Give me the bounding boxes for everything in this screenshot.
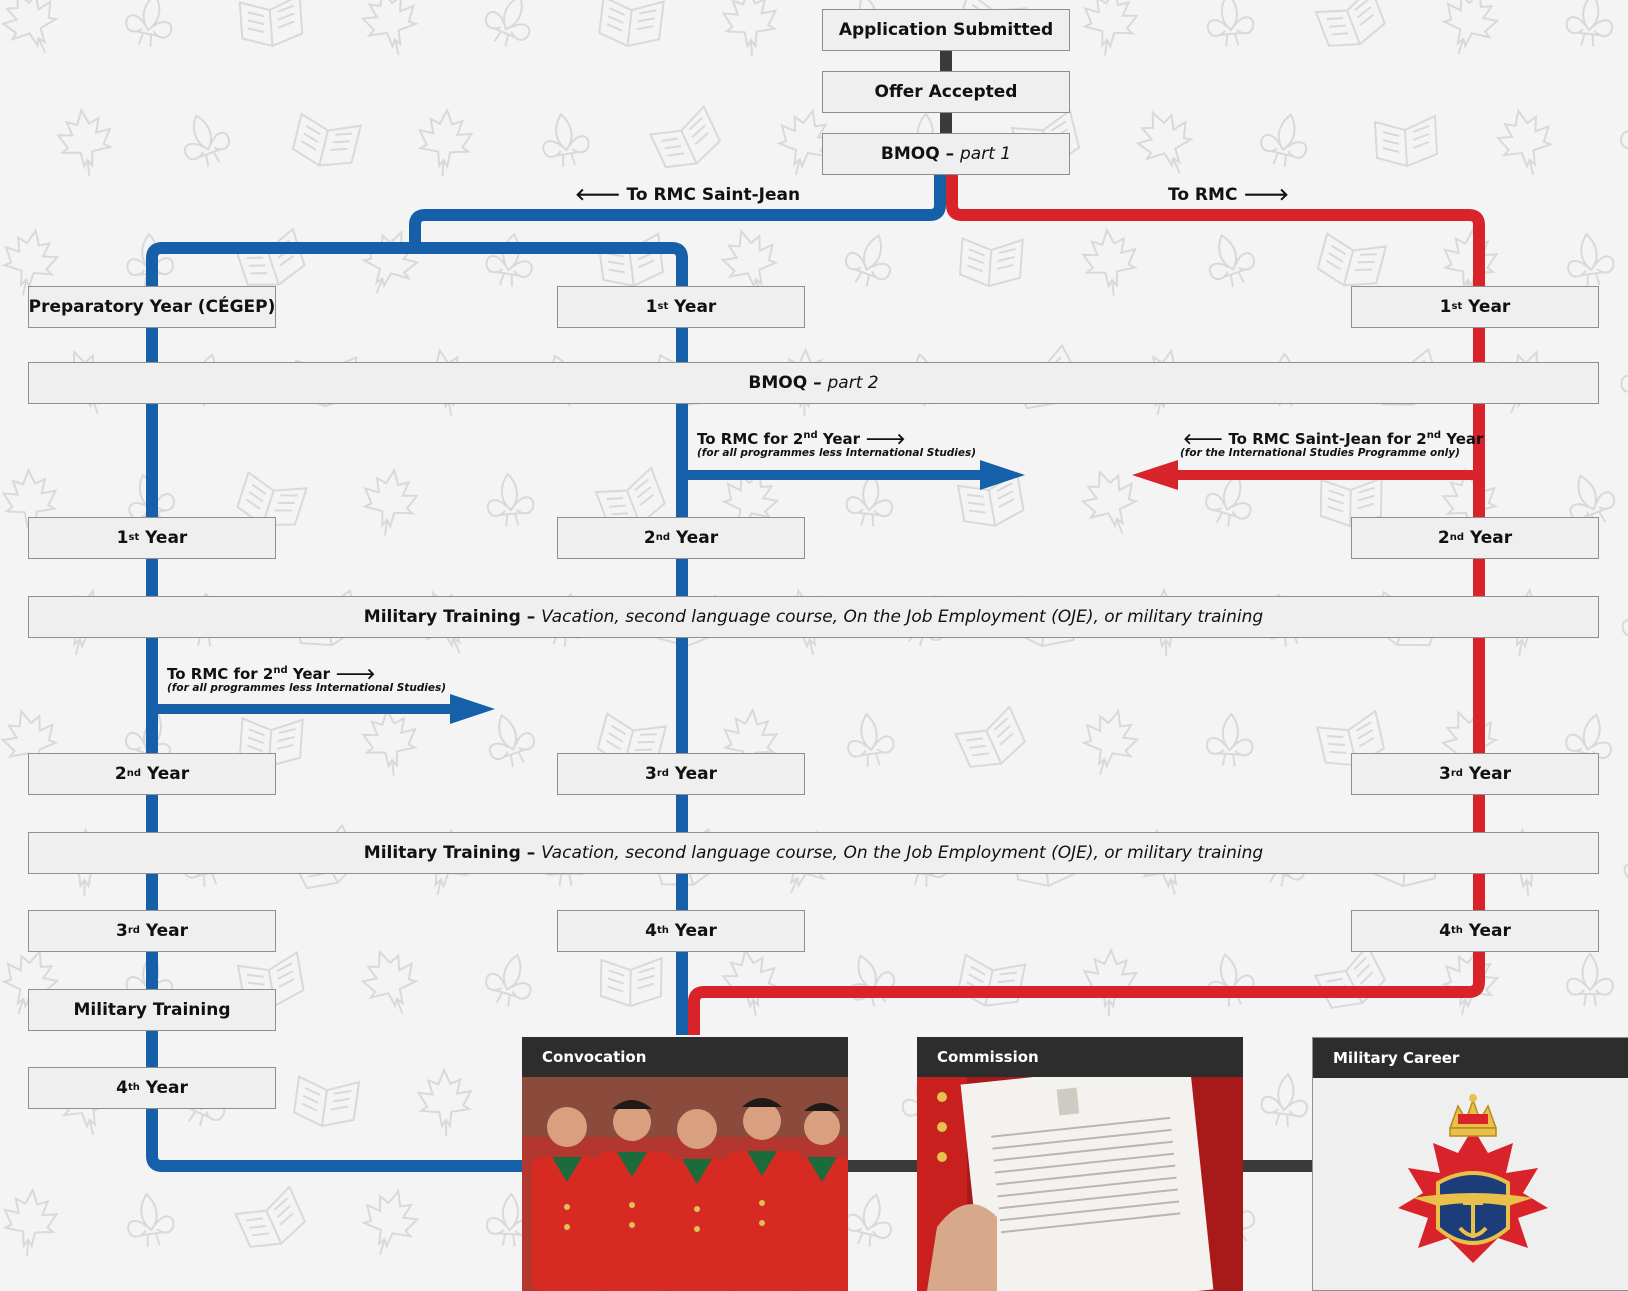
bmoq-part2-italic: part 2 bbox=[827, 373, 879, 393]
mt-band-1-label: Military Training – bbox=[363, 607, 536, 627]
transfer-label-to-rmc-1: To RMC for 2nd Year 🡒 bbox=[697, 430, 906, 448]
blue-path-split bbox=[146, 242, 688, 1035]
commission-title: Commission bbox=[917, 1037, 1243, 1077]
military-career-card: Military Career bbox=[1312, 1037, 1628, 1291]
convocation-photo bbox=[522, 1077, 848, 1291]
bmoq-part2-band: BMOQ – part 2 bbox=[28, 362, 1599, 404]
preparatory-year-box: Preparatory Year (CÉGEP) bbox=[28, 286, 276, 328]
blue-path-saint-jean bbox=[409, 174, 946, 246]
offer-accepted-box: Offer Accepted bbox=[822, 71, 1070, 113]
transfer-note-to-sj: (for the International Studies Programme… bbox=[1180, 447, 1460, 459]
transfer-note-to-rmc-2: (for all programmes less International S… bbox=[167, 682, 447, 694]
military-training-band-2: Military Training – Vacation, second lan… bbox=[28, 832, 1599, 874]
bmoq-part2-label: BMOQ – bbox=[748, 373, 822, 393]
military-career-title: Military Career bbox=[1313, 1038, 1628, 1078]
branch-label-saint-jean: 🡐 To RMC Saint-Jean bbox=[575, 185, 801, 205]
blue-path-prep bbox=[146, 300, 522, 1172]
transfer-note-to-rmc-1: (for all programmes less International S… bbox=[697, 447, 977, 459]
application-submitted-box: Application Submitted bbox=[822, 9, 1070, 51]
bmoq-part1-label: BMOQ – bbox=[880, 144, 955, 164]
convocation-card: Convocation bbox=[522, 1037, 848, 1291]
mt-band-1-italic: Vacation, second language course, On the… bbox=[541, 607, 1264, 627]
transfer-label-to-rmc-2: To RMC for 2nd Year 🡒 bbox=[167, 665, 376, 683]
arrowhead-red bbox=[1132, 460, 1178, 490]
convocation-title: Convocation bbox=[522, 1037, 848, 1077]
transfer-label-to-sj: 🡐 To RMC Saint-Jean for 2nd Year bbox=[1183, 430, 1484, 448]
canadian-forces-emblem-icon bbox=[1388, 1088, 1558, 1290]
prep-military-training-box: Military Training bbox=[28, 989, 276, 1031]
commission-card: Commission bbox=[917, 1037, 1243, 1291]
arrowhead-blue-2 bbox=[450, 694, 495, 724]
bmoq-part1-italic: part 1 bbox=[960, 144, 1012, 164]
branch-label-rmc: To RMC 🡒 bbox=[1168, 185, 1289, 205]
commission-photo bbox=[917, 1077, 1243, 1291]
bmoq-part1-box: BMOQ – part 1 bbox=[822, 133, 1070, 175]
mt-band-2-italic: Vacation, second language course, On the… bbox=[541, 843, 1264, 863]
arrowhead-blue-1 bbox=[980, 460, 1025, 490]
military-training-band-1: Military Training – Vacation, second lan… bbox=[28, 596, 1599, 638]
mt-band-2-label: Military Training – bbox=[363, 843, 536, 863]
